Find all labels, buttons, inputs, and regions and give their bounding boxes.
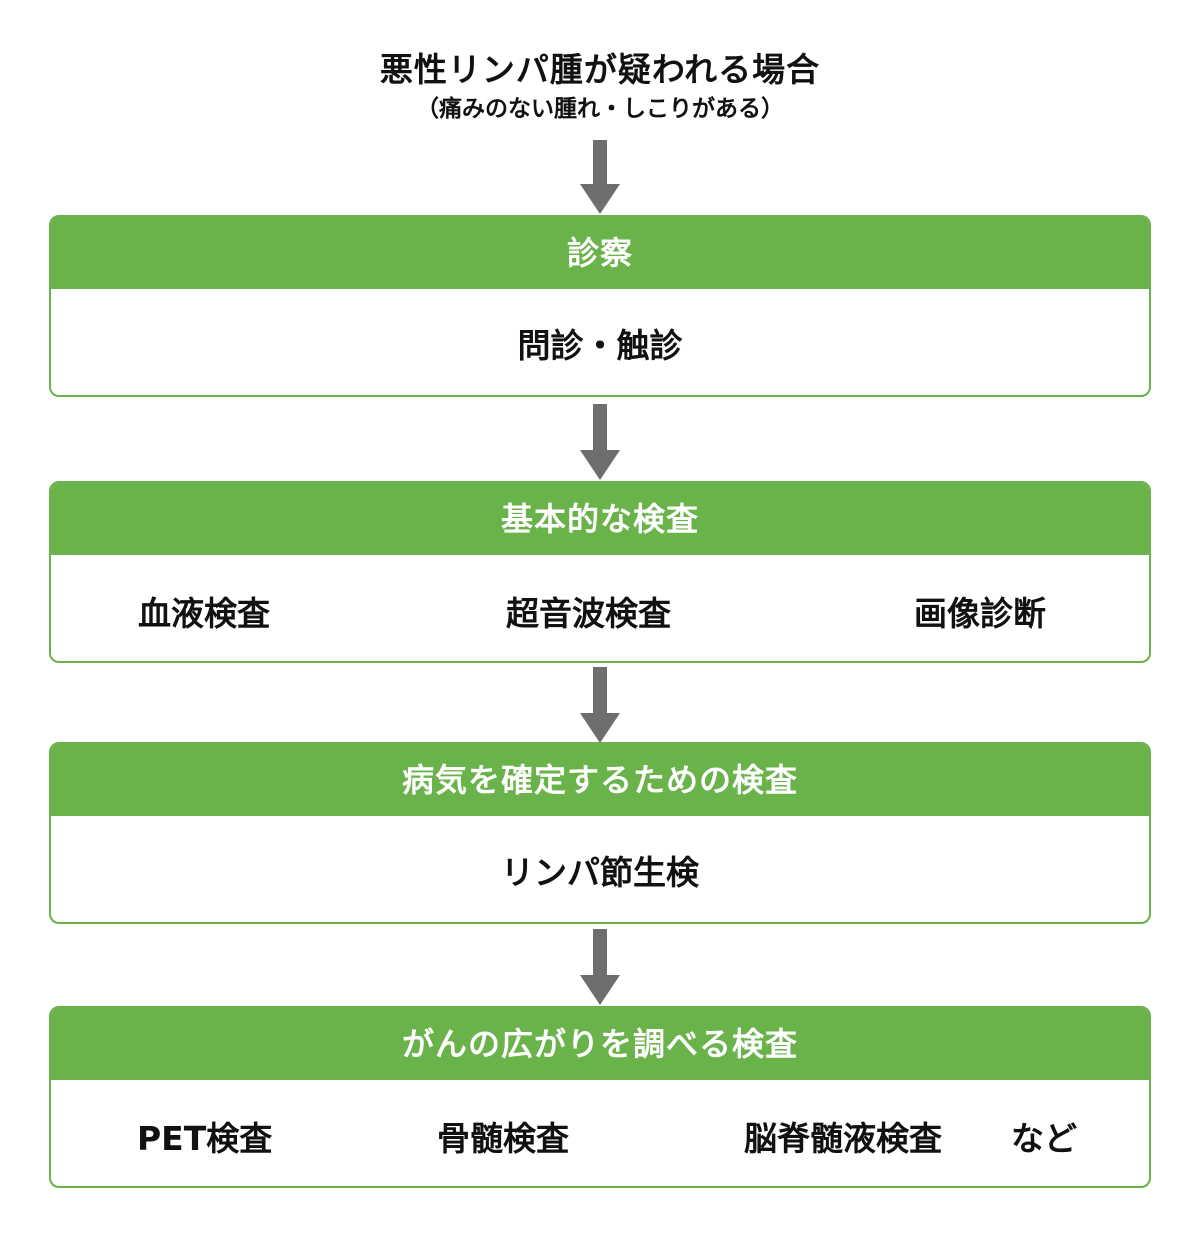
step-body: 血液検査 超音波検査 画像診断 [51,555,1149,661]
intro-title: 悪性リンパ腫が疑われる場合 [379,50,821,89]
step-item-pet: PET検査 [137,1119,273,1158]
intro-heading: 悪性リンパ腫が疑われる場合 （痛みのない腫れ・しこりがある） [0,48,1200,126]
flow-arrow-4 [580,929,620,1005]
step-item-etc: など [1011,1119,1077,1158]
step-item: リンパ節生検 [501,853,699,892]
step-header: 病気を確定するための検査 [51,744,1149,816]
step-spread-tests: がんの広がりを調べる検査 PET検査 骨髄検査 脳脊髄液検査 など [49,1006,1151,1188]
flow-arrow-3 [580,667,620,743]
step-header: がんの広がりを調べる検査 [51,1008,1149,1080]
flow-arrow-1 [580,140,620,214]
step-body: PET検査 骨髄検査 脳脊髄液検査 など [51,1080,1149,1186]
step-basic-tests: 基本的な検査 血液検査 超音波検査 画像診断 [49,481,1151,663]
flow-arrow-2 [580,404,620,480]
step-item-imaging: 画像診断 [914,594,1046,633]
step-item: 問診・触診 [517,326,683,365]
step-item-bone-marrow: 骨髄検査 [437,1119,569,1158]
step-item-blood-test: 血液検査 [138,594,270,633]
step-body: リンパ節生検 [51,816,1149,922]
step-item-csf: 脳脊髄液検査 [744,1119,942,1158]
step-item-ultrasound: 超音波検査 [506,594,671,633]
step-examination: 診察 問診・触診 [49,215,1151,397]
step-header: 基本的な検査 [51,483,1149,555]
step-body: 問診・触診 [51,289,1149,395]
step-header: 診察 [51,217,1149,289]
intro-subtitle: （痛みのない腫れ・しこりがある） [416,96,784,122]
step-confirmation-tests: 病気を確定するための検査 リンパ節生検 [49,742,1151,924]
